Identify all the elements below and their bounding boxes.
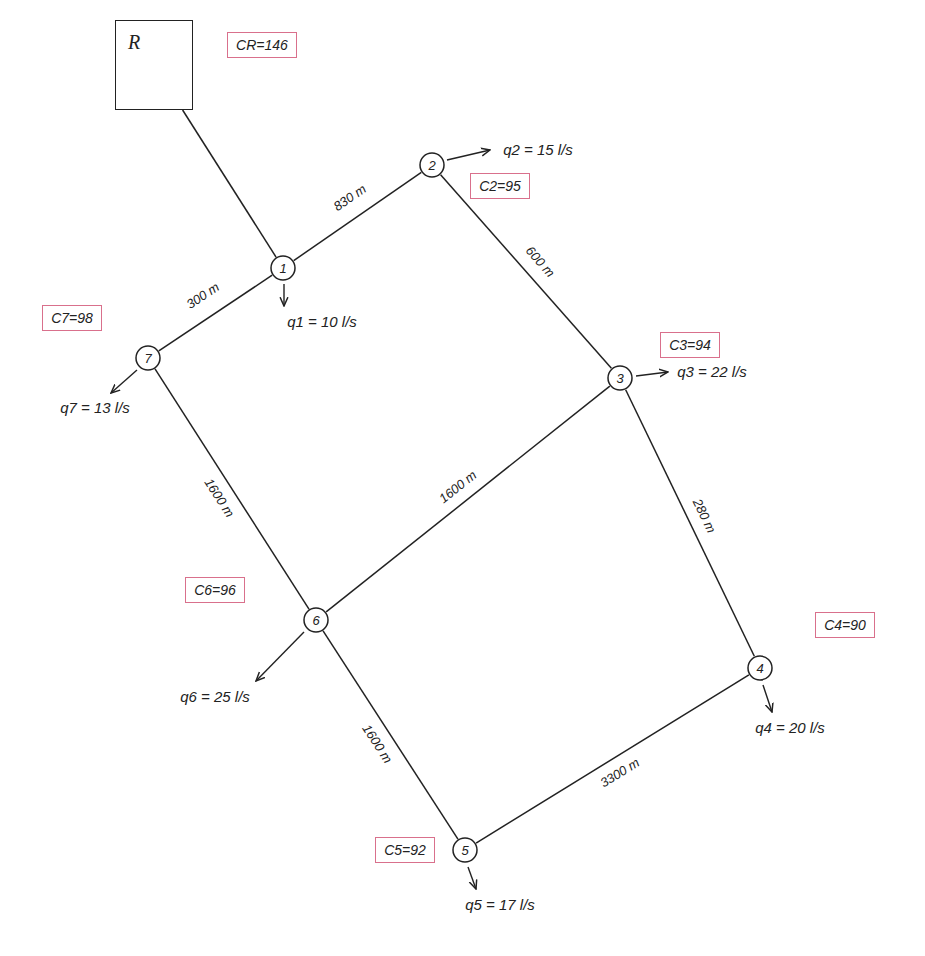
node-label: C4=90 — [824, 617, 866, 633]
demand-label: q3 = 22 l/s — [677, 363, 747, 381]
junction-circle: 3 — [607, 365, 633, 391]
elevation-tag: C4=90 — [815, 612, 875, 638]
node-label: 2 — [428, 158, 435, 173]
reservoir-box: R — [115, 20, 193, 110]
node-label: 4 — [756, 661, 763, 676]
node-label: 7 — [144, 351, 151, 366]
demand-arrow — [468, 867, 476, 889]
pipe-line — [326, 386, 610, 612]
pipe-line — [476, 675, 749, 843]
elevation-tag: C5=92 — [375, 837, 435, 863]
junction-circle: 5 — [452, 837, 478, 863]
pipe-length: 1600 m — [199, 473, 239, 523]
elevation-tag: C3=94 — [660, 332, 720, 358]
pipe-length: 1600 m — [434, 465, 483, 508]
pipe-line — [626, 390, 755, 657]
pipe-line — [441, 175, 612, 369]
elevation-tag: CR=146 — [227, 32, 297, 58]
node-label: CR=146 — [236, 37, 288, 53]
junction-circle: 7 — [135, 345, 161, 371]
node-label: 6 — [312, 613, 319, 628]
pipe-length: 1600 m — [357, 719, 397, 769]
pipe-line — [323, 631, 458, 839]
demand-label: q6 = 25 l/s — [180, 688, 250, 706]
node-label: C7=98 — [51, 310, 93, 326]
pipe-length: 600 m — [520, 241, 560, 283]
demand-arrow — [283, 284, 284, 306]
pipe-line — [155, 369, 309, 609]
node-label: C2=95 — [479, 178, 521, 194]
elevation-tag: C7=98 — [42, 305, 102, 331]
junction-circle: 4 — [747, 655, 773, 681]
elevation-tag: C6=96 — [185, 577, 245, 603]
junction-circle: 1 — [270, 255, 296, 281]
pipe-line — [183, 110, 276, 257]
demand-label: q4 = 20 l/s — [755, 719, 825, 737]
demand-label: q2 = 15 l/s — [503, 141, 573, 159]
node-label: R — [128, 31, 140, 54]
node-label: C3=94 — [669, 337, 711, 353]
demand-arrow — [763, 685, 772, 712]
demand-arrow — [447, 150, 490, 160]
node-label: 5 — [461, 843, 468, 858]
node-label: 1 — [279, 261, 286, 276]
elevation-tag: C2=95 — [470, 173, 530, 199]
demand-arrow — [256, 632, 304, 681]
pipe-line — [294, 172, 422, 260]
junction-circle: 2 — [419, 152, 445, 178]
pipe-length: 280 m — [688, 494, 721, 539]
demand-arrow — [111, 370, 137, 393]
node-label: C5=92 — [384, 842, 426, 858]
pipe-line — [159, 275, 272, 351]
demand-label: q1 = 10 l/s — [287, 313, 357, 331]
demand-arrow — [636, 372, 668, 376]
node-label: 3 — [616, 371, 623, 386]
demand-label: q7 = 13 l/s — [60, 399, 130, 417]
pipe-length: 300 m — [181, 278, 225, 315]
junction-circle: 6 — [303, 607, 329, 633]
pipe-length: 3300 m — [595, 753, 645, 793]
node-label: C6=96 — [194, 582, 236, 598]
demand-label: q5 = 17 l/s — [465, 896, 535, 914]
